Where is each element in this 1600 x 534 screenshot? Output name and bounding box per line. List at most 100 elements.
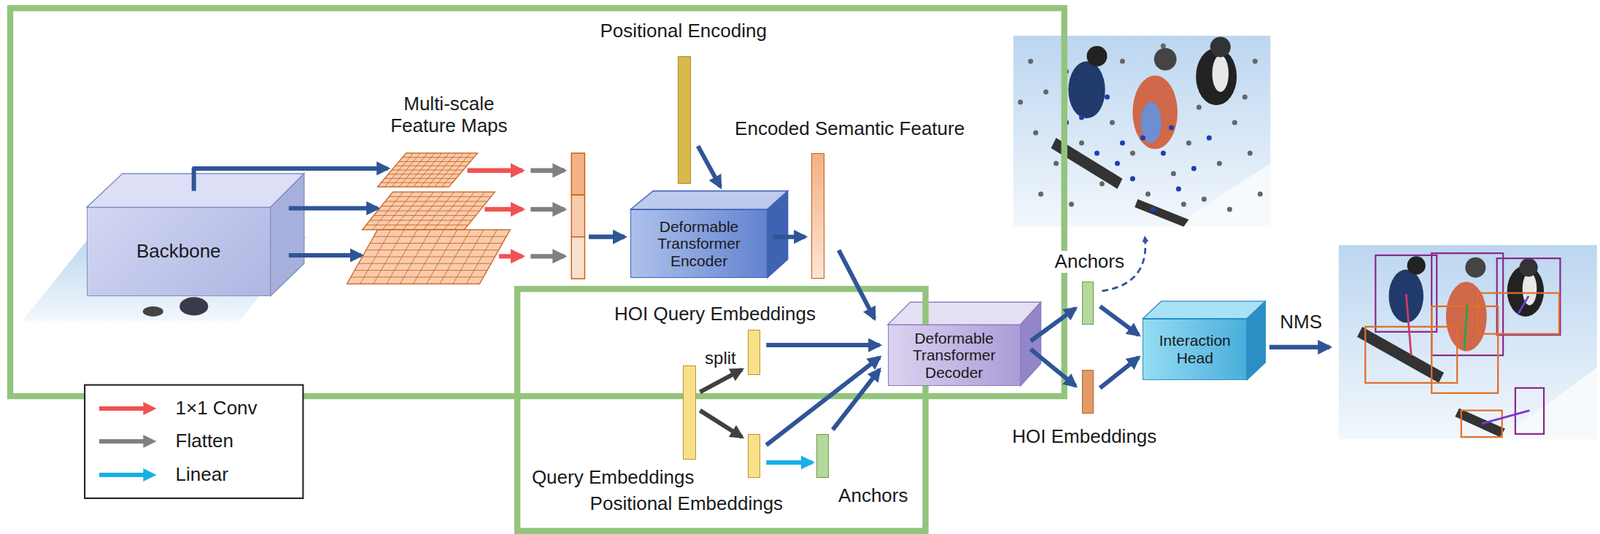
anchor-points-image	[1038, 191, 1044, 197]
interaction-head-box: Interaction Head	[1142, 318, 1247, 381]
decoder-box: Deformable Transformer Decoder	[887, 324, 1021, 386]
anchor-points-image	[1141, 102, 1162, 144]
decoder-3d-faces	[887, 302, 1042, 386]
anchor-points-image	[1033, 129, 1039, 135]
anchor-vector: Anchors	[816, 434, 829, 478]
positional-encoding-vector: Positional Encoding	[677, 56, 691, 184]
detection-result-image	[1500, 367, 1598, 440]
anchor-points-image	[1027, 58, 1034, 64]
anchor-points-image	[1094, 150, 1100, 156]
legend-arrow-head	[143, 468, 157, 482]
connector-arrow	[288, 206, 378, 211]
flattened-vector	[571, 237, 585, 279]
positional-embedding-vector: Positional Embeddings	[747, 434, 761, 478]
anchor-points-image	[1068, 61, 1105, 119]
detection-result-image	[1519, 258, 1538, 277]
conv-flatten-arrows	[530, 253, 564, 259]
legend-label: 1×1 Conv	[175, 397, 258, 420]
detection-result-image	[1375, 253, 1560, 435]
connector-arrow	[839, 250, 875, 319]
box-label: Interaction Head	[1146, 331, 1243, 367]
heading-label: Encoded Semantic Feature	[731, 118, 968, 141]
anchor-points-image	[1227, 206, 1233, 212]
detection-result-image	[1465, 257, 1486, 278]
anchor-points-image	[1043, 89, 1049, 95]
connector-arrow	[699, 410, 742, 438]
anchor-points-image	[1242, 94, 1248, 100]
anchor-points-image	[1176, 186, 1182, 192]
anchor-points-image	[1119, 140, 1126, 146]
feature-grids	[362, 191, 496, 230]
anchor-points-image	[1063, 94, 1212, 212]
backbone-image-plane	[143, 306, 164, 317]
anchor-points-image	[1087, 45, 1108, 67]
anchor-points-image	[1114, 160, 1120, 166]
hoi-embedding-vector: HOI Embeddings	[1081, 369, 1095, 414]
interaction-head-3d-faces	[1142, 301, 1266, 381]
conv-flatten-arrows	[467, 170, 565, 257]
anchor-points-image	[1173, 163, 1271, 227]
anchor-points-image	[1160, 43, 1166, 49]
conv-flatten-arrows	[530, 207, 564, 212]
legend-label: Linear	[175, 464, 229, 486]
anchor-points-image	[1130, 175, 1136, 181]
connector-arrow	[773, 234, 805, 240]
anchor-points-image	[1170, 170, 1177, 176]
anchor-points-image	[1130, 150, 1136, 156]
nms-arrow	[1269, 345, 1331, 350]
detection-result-image	[1431, 306, 1498, 394]
legend-box	[84, 385, 303, 499]
anchor-points-image	[1186, 140, 1192, 146]
nms-label: NMS	[1277, 311, 1325, 334]
detection-result-image	[1405, 294, 1530, 424]
encoder-3d-faces	[767, 191, 788, 278]
legend-arrow-swatch	[99, 434, 157, 449]
anchor-points-image	[1079, 140, 1085, 146]
anchor-points-image	[1068, 201, 1074, 207]
anchor-points-image	[1195, 48, 1237, 106]
legend-arrow-head	[143, 402, 157, 416]
highlight-region	[517, 288, 926, 532]
heading-label: Query Embeddings	[528, 466, 698, 489]
anchor-points-image	[1168, 124, 1174, 130]
detection-result-image	[1375, 255, 1437, 332]
flattened-vector	[571, 194, 585, 237]
detection-result-image	[1497, 258, 1561, 335]
anchor-points-image	[1154, 48, 1177, 71]
connector-arrow	[1030, 349, 1076, 386]
anchor-points-image	[1134, 199, 1189, 227]
backbone-image-plane	[179, 296, 208, 316]
heading-label: HOI Query Embeddings	[611, 303, 819, 326]
heading-label: Positional Encoding	[596, 20, 769, 43]
anchor-points-image	[1210, 36, 1231, 57]
anchor-points-image	[1232, 119, 1238, 125]
anchor-points-image	[1017, 43, 1263, 212]
interaction-head-3d-faces	[1246, 301, 1266, 381]
encoder-3d-faces	[630, 191, 788, 210]
connector-arrow	[832, 369, 880, 431]
backbone-3d-faces	[270, 173, 305, 297]
anchor-points-image	[1140, 134, 1146, 141]
anchor-points-image	[1013, 35, 1271, 227]
connector-arrow	[194, 168, 389, 192]
legend-arrow-shaft	[99, 406, 146, 411]
anchor-points-image	[1150, 206, 1156, 212]
conv-flatten-arrows	[530, 168, 564, 173]
heading-label: Anchors	[1052, 250, 1128, 273]
connector-arrow	[698, 145, 721, 187]
anchor-points-image	[1053, 160, 1059, 166]
backbone-box: Backbone	[86, 207, 271, 297]
legend-arrow-swatch	[99, 467, 157, 483]
legend-arrow-head	[143, 434, 157, 448]
feature-maps: Multi-scale Feature Maps	[347, 151, 511, 287]
flattened-vector	[571, 153, 585, 279]
legend-arrow-swatch	[99, 401, 157, 416]
anchor-points-image	[1212, 55, 1229, 92]
anchor-points-image	[1216, 160, 1223, 166]
connector-arrow	[1100, 357, 1139, 389]
detection-result-image	[1407, 256, 1426, 275]
hoi-query-vector: HOI Query Embeddings	[747, 329, 761, 376]
split-label: split	[702, 348, 739, 369]
anchor-points-image	[1099, 180, 1105, 187]
